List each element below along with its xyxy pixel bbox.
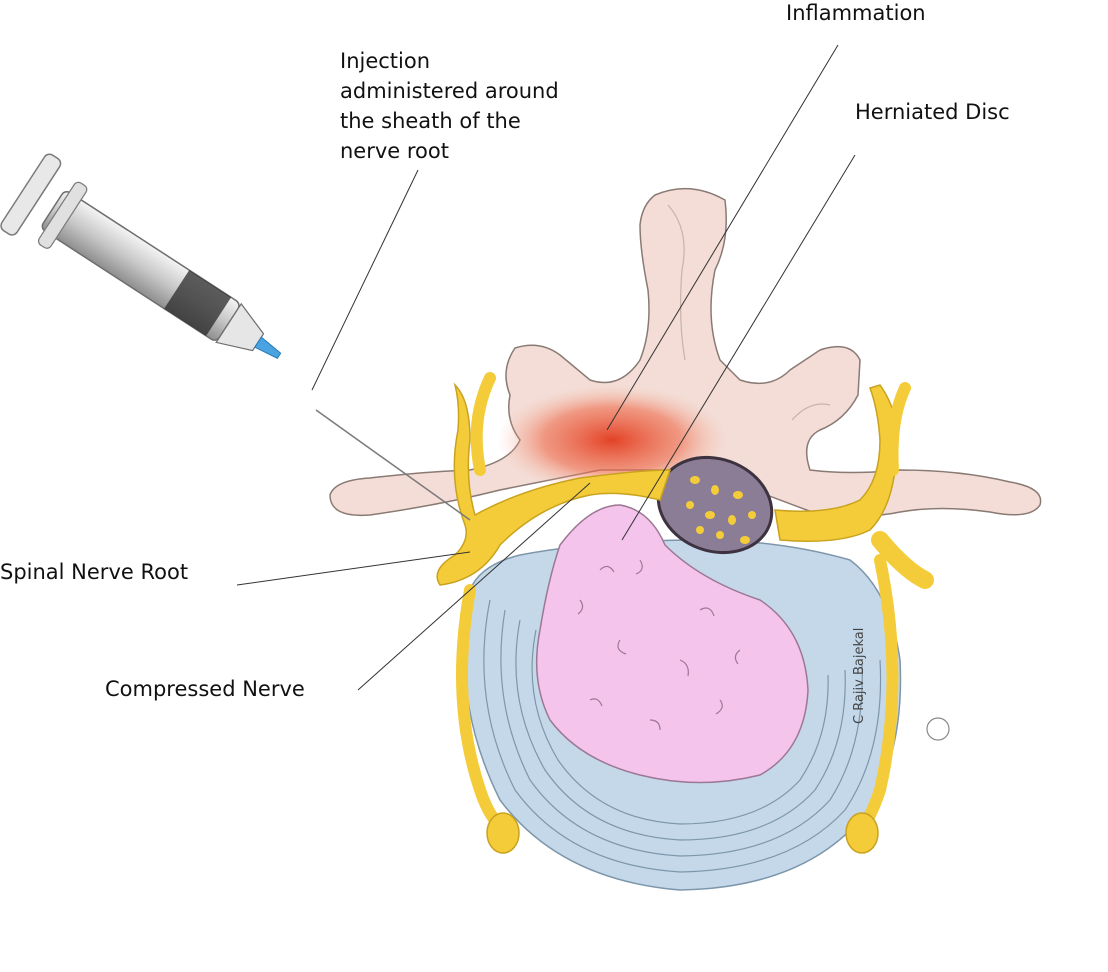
label-injection-line-4: nerve root [340, 139, 449, 163]
leader-herniated [621, 154, 856, 541]
label-injection: Injection administered around the sheath… [340, 46, 559, 166]
leader-compressed [357, 482, 591, 691]
syringe [0, 153, 471, 521]
spinal-cord [656, 455, 774, 555]
circle-marker-icon [926, 717, 950, 741]
leader-inflammation [606, 44, 839, 431]
label-herniated-disc: Herniated Disc [855, 100, 1010, 124]
label-injection-line-1: Injection [340, 49, 431, 73]
nerve-roots [436, 372, 934, 854]
disc-nucleus [535, 504, 809, 784]
artist-credit: C Rajiv Bajekal [852, 627, 867, 724]
label-injection-line-2: administered around [340, 79, 559, 103]
label-inflammation: Inflammation [786, 1, 926, 25]
label-spinal-nerve-root: Spinal Nerve Root [0, 560, 189, 584]
label-compressed-nerve: Compressed Nerve [105, 677, 305, 701]
leader-spinal [236, 551, 471, 586]
leader-lines [236, 44, 856, 691]
leader-injection [311, 169, 419, 391]
inflammation-area [497, 385, 727, 495]
label-injection-line-3: the sheath of the [340, 109, 521, 133]
